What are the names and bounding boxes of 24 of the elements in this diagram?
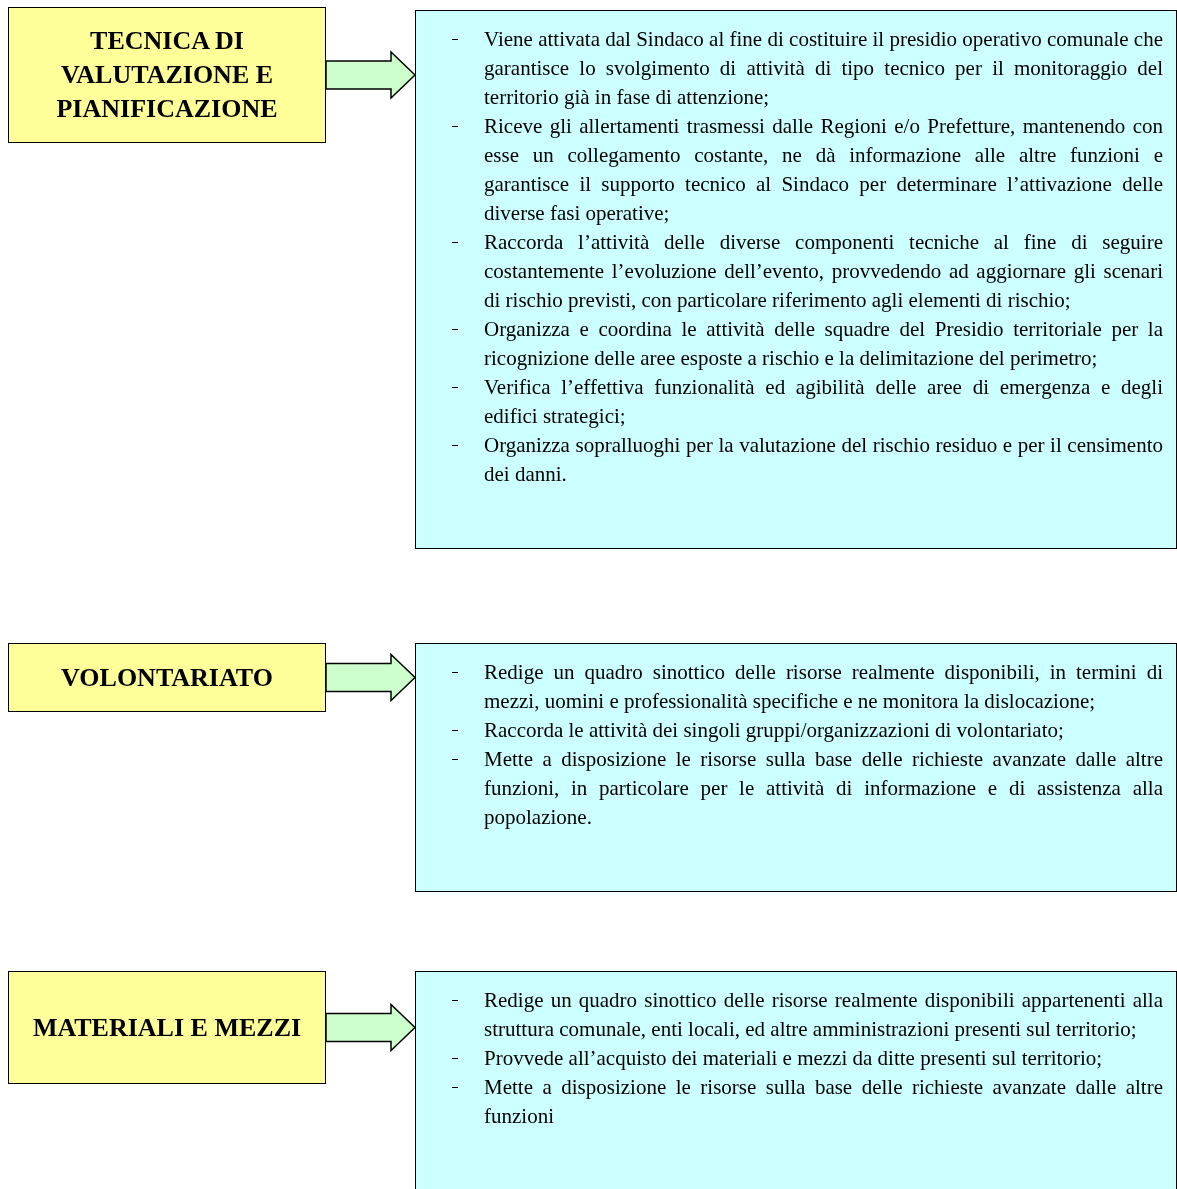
task-text: Organizza sopralluoghi per la valutazione del rischio residuo e per il censimento dei danni.	[484, 433, 1163, 486]
task-list-box	[415, 971, 1177, 1189]
task-text: Riceve gli allertamenti trasmessi dalle Regioni e/o Prefetture, mantenendo con esse un collegamento costante, ne dà informazione alle altre funzioni e garantisce il supporto tecnico al Sindaco per determinare l’attivazione delle diverse fasi operative;	[484, 114, 1163, 225]
function-title-box	[8, 643, 326, 712]
task-text: Mette a disposizione le risorse sulla base delle richieste avanzate dalle altre funzioni	[484, 1075, 1163, 1128]
task-text: Raccorda l’attività delle diverse componenti tecniche al fine di seguire costantemente l’evoluzione dell’evento, provvedendo ad aggiornare gli scenari di rischio previsti, con particolare riferimento agli elementi di rischio;	[484, 230, 1163, 312]
function-title: TECNICA DI VALUTAZIONE E PIANIFICAZIONE	[55, 25, 279, 125]
task-text: Organizza e coordina le attività delle squadre del Presidio territoriale per la ricognizione delle aree esposte a rischio e la delimitazione del perimetro;	[484, 317, 1163, 370]
function-title: MATERIALI E MEZZI	[31, 1011, 303, 1044]
function-title-box	[8, 7, 326, 143]
task-list-box	[415, 10, 1177, 549]
function-title: VOLONTARIATO	[60, 661, 274, 694]
task-text: Redige un quadro sinottico delle risorse realmente disponibili appartenenti alla struttura comunale, enti locali, ed altre amministrazioni presenti sul territorio;	[484, 988, 1163, 1041]
task-text: Redige un quadro sinottico delle risorse realmente disponibili, in termini di mezzi, uomini e professionalità specifiche e ne monitora la dislocazione;	[484, 660, 1163, 713]
task-text: Mette a disposizione le risorse sulla base delle richieste avanzate dalle altre funzioni, in particolare per le attività di informazione e di assistenza alla popolazione.	[484, 747, 1163, 829]
task-text: Verifica l’effettiva funzionalità ed agibilità delle aree di emergenza e degli edifici strategici;	[484, 375, 1163, 428]
block-arrow	[325, 1002, 417, 1053]
task-list-box	[415, 643, 1177, 892]
task-text: Viene attivata dal Sindaco al fine di costituire il presidio operativo comunale che garantisce lo svolgimento di attività di tipo tecnico per il monitoraggio del territorio già in fase di attenzione;	[484, 27, 1163, 109]
block-arrow	[325, 50, 417, 100]
task-text: Raccorda le attività dei singoli gruppi/organizzazioni di volontariato;	[484, 718, 1064, 742]
task-text: Provvede all’acquisto dei materiali e mezzi da ditte presenti sul territorio;	[484, 1046, 1103, 1070]
function-title-box	[8, 971, 326, 1084]
block-arrow	[325, 652, 417, 703]
